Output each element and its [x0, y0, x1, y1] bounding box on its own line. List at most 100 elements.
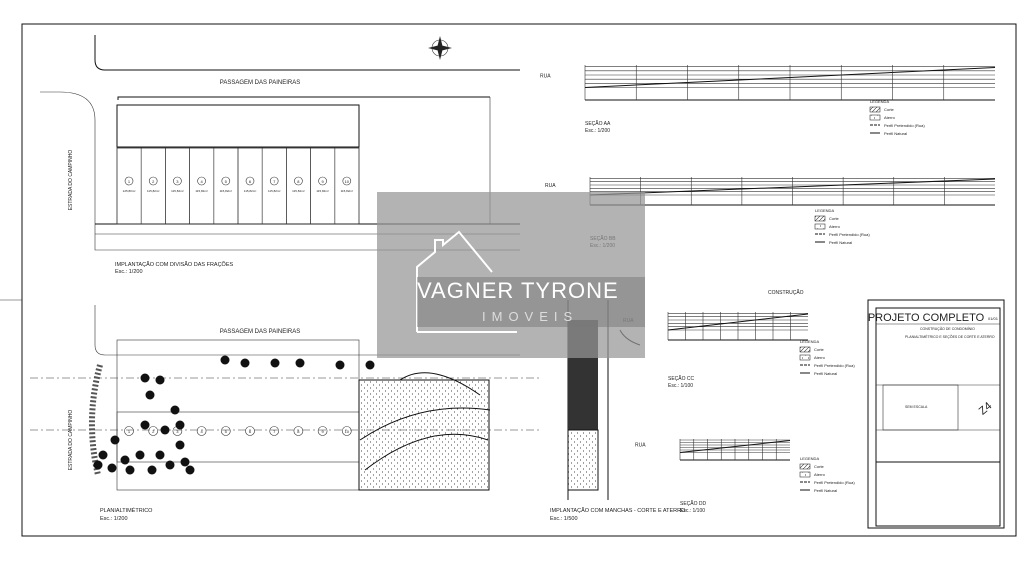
lot-number-circle [318, 176, 327, 186]
watermark: VAGNER TYRONE IMOVEIS [377, 192, 645, 358]
tree-marker [365, 360, 375, 370]
sheet-number: 01/01 [988, 316, 999, 321]
lot-area: 115,82m² [292, 189, 304, 193]
street-label: PASSAGEM DAS PAINEIRAS [220, 329, 300, 335]
legend-swatch [799, 471, 811, 478]
lot-boundary [140, 147, 166, 225]
plan-scale: Esc.: 1/200 [100, 516, 128, 522]
lot-number: 7 [273, 179, 276, 184]
lot-number-circle [197, 176, 206, 186]
title-block-title: PROJETO COMPLETO [868, 312, 985, 324]
lot-number: 5 [225, 179, 228, 184]
lot-number: 6 [249, 179, 252, 184]
lot-number: 1 [128, 179, 131, 184]
lot-number: 1 [128, 429, 131, 434]
lot-number-circle [173, 176, 182, 186]
legend-item: Perfil Pretendido (Rua) [814, 480, 855, 485]
lot-bottom-1: 1 [124, 426, 134, 436]
lot-number-circle [317, 426, 328, 436]
tree-marker [295, 358, 305, 368]
tree-marker [125, 465, 135, 475]
lot-bottom-5: 5 [221, 426, 231, 436]
lot-8: 8 115,82m² [286, 147, 311, 225]
tree-marker [155, 450, 165, 460]
legend-item: Corte [884, 107, 895, 112]
legend-item: Perfil Pretendido (Rua) [814, 363, 855, 368]
construction-label: CONSTRUÇÃO [768, 289, 804, 296]
lot-number: 8 [297, 179, 300, 184]
section-scale: Esc.: 1/100 [668, 383, 693, 389]
section-scale: Esc.: 1/100 [680, 508, 705, 514]
tree-marker [175, 420, 185, 430]
lot-bottom-7: 7 [269, 426, 280, 436]
lot-area: 125,80m² [123, 189, 136, 193]
legend-item: Corte [814, 464, 825, 469]
legend-swatch [799, 354, 811, 361]
lot-boundary [310, 147, 336, 225]
lot-boundary [189, 147, 215, 225]
lot-number-circle [293, 426, 304, 436]
lot-boundary [237, 147, 263, 225]
tree-marker [140, 420, 150, 430]
section-title: SEÇÃO DD [680, 500, 707, 507]
legend-item: Perfil Pretendido (Rua) [884, 123, 925, 128]
sheet-border [21, 23, 1017, 537]
watermark-sub: IMOVEIS [482, 309, 579, 324]
tree-marker [107, 463, 117, 473]
tree-marker [98, 450, 108, 460]
legend-swatch [814, 223, 826, 230]
plan-bottom: PASSAGEM DAS PAINEIRAS ESTRADA DO CAMPIN… [30, 305, 540, 522]
lot-number-circle [269, 176, 279, 186]
legend-item: Aterro [814, 355, 826, 360]
section-title: SEÇÃO CC [668, 375, 695, 382]
lot-number-circle [269, 426, 280, 436]
tree-marker [335, 360, 345, 370]
tree-marker [93, 460, 103, 470]
lot-number: 9 [321, 179, 324, 184]
lot-area: 115,82m² [316, 189, 328, 193]
lot-bottom-4: 4 [196, 426, 207, 436]
street-label: RUA [635, 443, 646, 449]
lot-number: 9 [321, 429, 324, 434]
tree-marker [175, 440, 185, 450]
legend-item: Aterro [814, 472, 826, 477]
north-arrow-icon [428, 36, 452, 60]
plan-title: PLANIALTIMÉTRICO [100, 507, 153, 514]
plan-title: IMPLANTAÇÃO COM DIVISÃO DAS FRAÇÕES [115, 261, 233, 268]
tree-marker [220, 355, 230, 365]
section-title: SEÇÃO AA [585, 120, 611, 127]
tree-marker [170, 405, 180, 415]
legend-item: Corte [814, 347, 825, 352]
lot-number-circle [221, 426, 231, 436]
legend-swatch [869, 114, 881, 121]
legend-title: LEGENDA [815, 208, 834, 213]
watermark-name: VAGNER TYRONE [417, 278, 619, 303]
lot-number: 5 [225, 429, 228, 434]
house-logo-icon [416, 230, 517, 333]
tree-marker [165, 460, 175, 470]
plan-top: PASSAGEM DAS PAINEIRAS ESTRADA DO CAMPIN… [40, 35, 520, 436]
tree-marker [140, 373, 150, 383]
lot-number: 4 [200, 179, 203, 184]
legend-title: LEGENDA [800, 456, 819, 461]
lot-number-circle [124, 426, 134, 436]
legend-swatch [814, 215, 826, 222]
lot-area: 115,82m² [341, 189, 353, 193]
stamp-code: Z4 [977, 400, 995, 417]
lot-number-circle [196, 426, 207, 436]
lot-number: 10 [345, 429, 350, 434]
tree-marker [110, 435, 120, 445]
legend-item: Aterro [829, 224, 841, 229]
lot-number-circle [124, 176, 134, 186]
lot-boundary [165, 147, 190, 225]
lot-bottom-2: 2 [148, 426, 158, 436]
legend-swatch [799, 463, 811, 470]
lot-number-circle [245, 176, 255, 186]
